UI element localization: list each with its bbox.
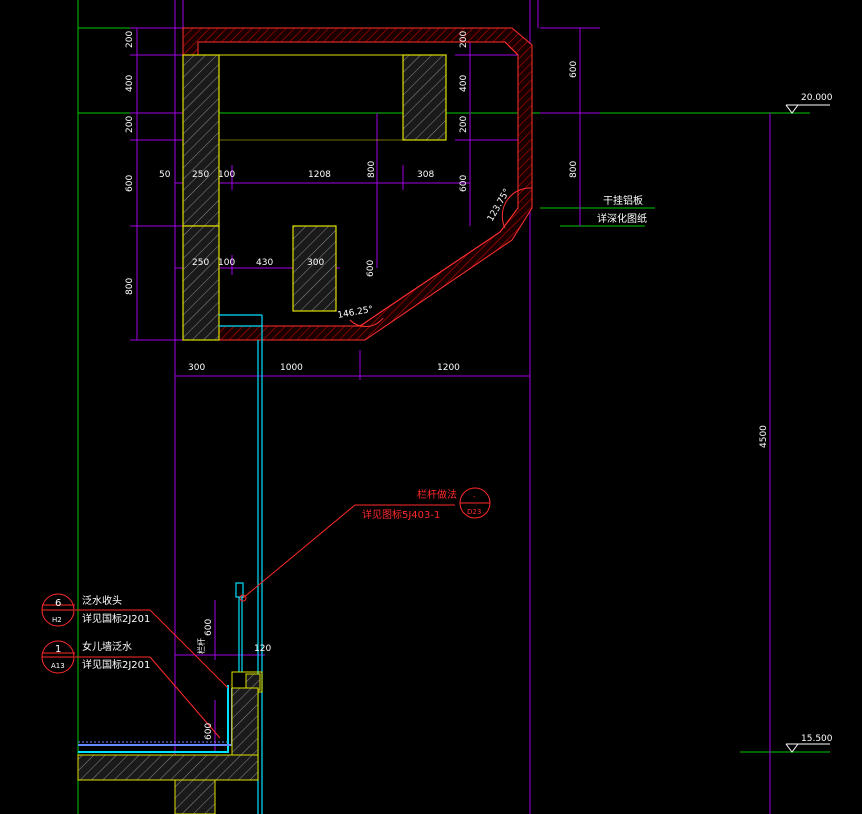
concrete-members <box>182 54 447 341</box>
cladding-note-line2: 详深化图纸 <box>597 212 647 225</box>
dim-lower-100: 100 <box>218 258 235 268</box>
callout2-sheet: A13 <box>51 662 65 670</box>
dim-left-200b: 200 <box>125 116 135 133</box>
dim-left-800: 800 <box>125 278 135 295</box>
dim-bottom-300: 300 <box>188 363 205 373</box>
dim-upper-1208: 1208 <box>308 170 331 180</box>
callout1-ref: 详见国标2J201 <box>82 612 150 625</box>
canopy-shell <box>182 27 533 341</box>
callout2-number: 1 <box>55 644 61 655</box>
parapet-dim-bottom-600: 600 <box>204 723 214 740</box>
parapet-dim-120: 120 <box>254 644 271 654</box>
angle-upper-label: 123.75° <box>486 187 513 223</box>
lower-beam-block <box>292 225 337 312</box>
parapet-side-label: 栏杆 <box>196 638 206 654</box>
dim-left-600: 600 <box>125 175 135 192</box>
angle-lower-label: 146.25° <box>337 305 374 321</box>
dim-left-200: 200 <box>125 31 135 48</box>
left-lower-column <box>182 225 220 341</box>
parapet-dim-600: 600 <box>204 619 214 636</box>
leader-lines <box>42 504 455 739</box>
upper-beam-block <box>402 54 447 141</box>
parapet-wall <box>231 687 259 759</box>
angle-arc-lower <box>349 317 384 327</box>
cladding-note-line1: 干挂铝板 <box>603 194 643 207</box>
dim-bottom-1200: 1200 <box>437 363 460 373</box>
dim-mid-200b: 200 <box>459 116 469 133</box>
dim-mid-400: 400 <box>459 75 469 92</box>
elevation-marker-bottom <box>785 743 830 753</box>
parapet-section <box>77 671 263 814</box>
railing-circle-top: - <box>473 493 476 501</box>
railing-title: 栏杆做法 <box>417 488 457 501</box>
dim-upper-800: 800 <box>367 161 377 178</box>
support-column <box>174 779 216 814</box>
callout1-number: 6 <box>55 598 61 609</box>
angle-arc-upper <box>501 187 533 229</box>
dim-lower-300: 300 <box>307 258 324 268</box>
dim-far-800: 800 <box>569 161 579 178</box>
callout2-title: 女儿墙泛水 <box>82 640 132 653</box>
elevation-top-label: 20.000 <box>801 93 833 103</box>
left-upper-column <box>182 54 220 227</box>
dim-mid-200: 200 <box>459 31 469 48</box>
dim-bottom-1000: 1000 <box>280 363 303 373</box>
dim-upper-100: 100 <box>218 170 235 180</box>
dim-upper-308: 308 <box>417 170 434 180</box>
dimension-lines <box>130 0 771 814</box>
dim-lower-250: 250 <box>192 258 209 268</box>
dim-lower-600: 600 <box>366 260 376 277</box>
callout1-title: 泛水收头 <box>82 594 122 607</box>
dim-upper-50: 50 <box>159 170 171 180</box>
dim-left-400: 400 <box>125 75 135 92</box>
elevation-marker-top <box>785 104 830 114</box>
railing-reference: 详见图标5J403-1 <box>362 508 440 521</box>
dim-upper-250: 250 <box>192 170 209 180</box>
dim-lower-430: 430 <box>256 258 273 268</box>
dim-mid-600: 600 <box>459 175 469 192</box>
callout1-sheet: H2 <box>52 616 62 624</box>
dim-far-600: 600 <box>569 61 579 78</box>
callout2-ref: 详见国标2J201 <box>82 658 150 671</box>
railing-circle-bottom: D23 <box>467 508 481 516</box>
roof-slab <box>77 754 259 781</box>
height-dim-4500: 4500 <box>759 425 769 448</box>
elevation-bottom-label: 15.500 <box>801 734 833 744</box>
